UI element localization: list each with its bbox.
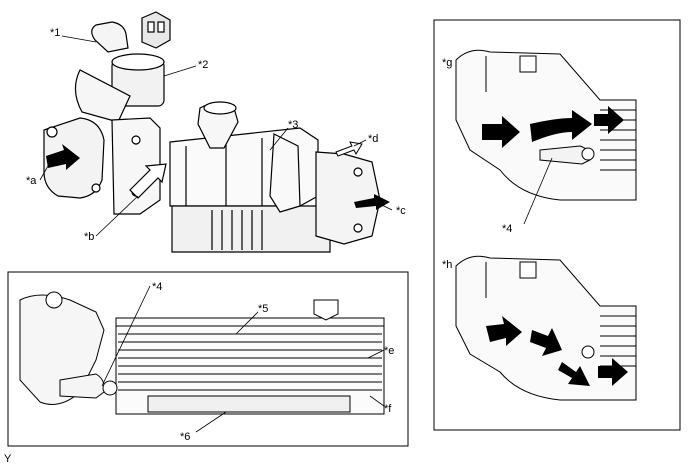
- callout-1: *1: [50, 27, 60, 39]
- callout-g: *g: [442, 57, 452, 69]
- leader-lines-bottom: [101, 285, 385, 433]
- figure-code: Y: [4, 453, 12, 465]
- callout-f: *f: [384, 403, 392, 415]
- cooler-cross-section: [19, 291, 385, 415]
- callout-e: *e: [384, 345, 394, 357]
- flow-arrows-main: [46, 141, 390, 210]
- inlet-arrow-a: [46, 144, 80, 170]
- flow-arrow-h-2: [530, 328, 562, 356]
- callout-h: *h: [442, 259, 452, 271]
- flow-arrow-h-1: [486, 316, 522, 346]
- flow-arrow-g-3: [594, 106, 624, 134]
- callout-4-g: *4: [502, 223, 512, 235]
- flow-arrow-h-4: [598, 358, 628, 386]
- callout-2: *2: [198, 59, 208, 71]
- callout-a: *a: [26, 175, 37, 187]
- leader-lines-main: [39, 35, 393, 237]
- callout-b: *b: [84, 231, 94, 243]
- callout-4-bottom: *4: [152, 281, 162, 293]
- callout-3: *3: [288, 119, 298, 131]
- flow-arrow-g-2: [530, 110, 592, 142]
- panel-h-illustration: [455, 255, 637, 401]
- detail-box-bottom: [7, 271, 409, 447]
- callout-6: *6: [180, 431, 190, 443]
- egr-assembly-illustration: [43, 11, 381, 253]
- callout-d: *d: [368, 133, 378, 145]
- leader-4-g: [523, 157, 553, 225]
- flow-arrow-g-1: [482, 116, 520, 148]
- flow-arrow-h-3: [558, 362, 590, 386]
- inlet-arrow-b: [129, 163, 167, 199]
- callout-5: *5: [258, 303, 268, 315]
- callout-c: *c: [396, 205, 406, 217]
- outlet-arrow-c: [354, 194, 390, 210]
- detail-box-right: [433, 19, 681, 431]
